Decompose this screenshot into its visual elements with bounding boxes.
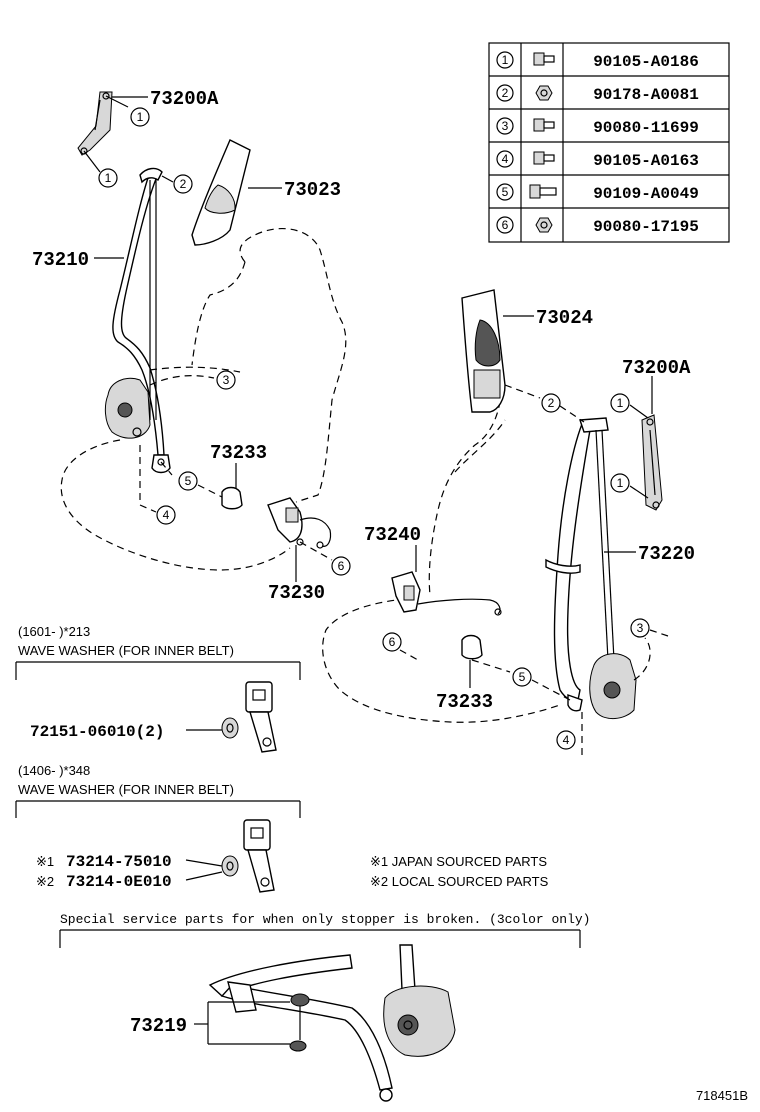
bracket-73233-right — [461, 634, 483, 660]
right-callouts: 2 1 1 3 5 4 6 — [382, 384, 669, 755]
label-73023: 73023 — [284, 179, 341, 201]
callout-number: 5 — [185, 474, 192, 488]
callout-number: 3 — [223, 373, 230, 387]
special-service-block: Special service parts for when only stop… — [59, 912, 591, 1102]
label-73220: 73220 — [638, 543, 695, 565]
label-73214-1: 73214-75010 — [66, 853, 172, 871]
callout-number: 4 — [563, 733, 570, 747]
callout-number: 1 — [137, 110, 144, 124]
table-row: 5 90109-A0049 — [496, 183, 699, 203]
callout-number: 3 — [637, 621, 644, 635]
buckle-tongue-1 — [245, 681, 277, 753]
pillar-trim-73024 — [461, 289, 506, 413]
bracket-73233-left — [221, 486, 243, 510]
wave-washer-icon — [221, 855, 239, 877]
table-part-number: 90080-17195 — [593, 218, 699, 236]
table-ref: 6 — [502, 218, 509, 232]
outer-belt-73210 — [104, 167, 171, 474]
buckle-73230 — [267, 497, 332, 549]
note-code-1: (1601- )*213 — [18, 624, 90, 639]
callout-number: 5 — [519, 670, 526, 684]
stopper-button-icon — [289, 993, 310, 1052]
outer-belt-73220 — [545, 417, 637, 719]
wave-washer-block-1: (1601- )*213 WAVE WASHER (FOR INNER BELT… — [15, 624, 301, 753]
table-ref: 5 — [502, 185, 509, 199]
table-row: 1 90105-A0186 — [496, 51, 699, 71]
callout-number: 2 — [180, 177, 187, 191]
right-seat-outline — [322, 364, 561, 723]
label-73214-2: 73214-0E010 — [66, 873, 172, 891]
table-part-number: 90080-11699 — [593, 119, 699, 137]
note-title-1: WAVE WASHER (FOR INNER BELT) — [18, 643, 234, 658]
retractor-left — [104, 377, 151, 439]
fastener-table: 1 90105-A0186 2 90178-A0081 3 — [488, 42, 730, 243]
bolt-icon — [533, 118, 555, 132]
table-part-number: 90109-A0049 — [593, 185, 699, 203]
label-73240: 73240 — [364, 524, 421, 546]
label-73233-right: 73233 — [436, 691, 493, 713]
buckle-tongue-2 — [243, 819, 275, 893]
table-part-number: 90178-A0081 — [593, 86, 699, 104]
label-73233-left: 73233 — [210, 442, 267, 464]
left-seat-outline — [60, 228, 347, 571]
bolt-icon — [533, 52, 555, 66]
label-73219: 73219 — [130, 1015, 187, 1037]
table-part-number: 90105-A0163 — [593, 152, 699, 170]
label-73024: 73024 — [536, 307, 593, 329]
pillar-trim-73023 — [191, 139, 251, 246]
table-ref: 3 — [502, 119, 509, 133]
table-row: 3 90080-11699 — [496, 117, 699, 137]
label-73200A-right: 73200A — [622, 357, 691, 379]
belt-stopper-assembly — [208, 944, 456, 1102]
label-72151: 72151-06010(2) — [30, 723, 164, 741]
table-ref: 2 — [502, 86, 509, 100]
long-bolt-icon — [529, 184, 557, 199]
diagram-id: 718451B — [696, 1088, 748, 1103]
note-title-2: WAVE WASHER (FOR INNER BELT) — [18, 782, 234, 797]
bolt-icon — [533, 151, 555, 165]
retractor-right — [589, 653, 637, 719]
table-ref: 4 — [502, 152, 509, 166]
left-callouts: 1 1 2 3 5 4 6 — [83, 95, 351, 576]
table-row: 4 90105-A0163 — [496, 150, 699, 170]
inner-buckle-73240 — [391, 571, 502, 616]
note-code-2: (1406- )*348 — [18, 763, 90, 778]
table-row: 2 90178-A0081 — [496, 84, 699, 104]
callout-number: 4 — [163, 508, 170, 522]
table-row: 6 90080-17195 — [496, 216, 699, 236]
table-part-number: 90105-A0186 — [593, 53, 699, 71]
label-73210: 73210 — [32, 249, 89, 271]
special-service-note: Special service parts for when only stop… — [60, 912, 591, 927]
mark-1: ※1 — [36, 854, 54, 869]
label-73230: 73230 — [268, 582, 325, 604]
wave-washer-block-2: (1406- )*348 WAVE WASHER (FOR INNER BELT… — [15, 763, 301, 893]
legend-japan: ※1 JAPAN SOURCED PARTS — [370, 854, 547, 869]
legend-local: ※2 LOCAL SOURCED PARTS — [370, 874, 549, 889]
mark-2: ※2 — [36, 874, 54, 889]
label-73200A-top: 73200A — [150, 88, 219, 110]
callout-number: 6 — [389, 635, 396, 649]
shoulder-anchor-73200A-right — [641, 414, 663, 511]
callout-number: 1 — [617, 476, 624, 490]
nut-icon — [535, 217, 553, 233]
callout-number: 2 — [548, 396, 555, 410]
callout-number: 1 — [105, 171, 112, 185]
callout-number: 6 — [338, 559, 345, 573]
retractor-bottom — [383, 985, 456, 1057]
callout-number: 1 — [617, 396, 624, 410]
nut-icon — [535, 85, 553, 101]
table-ref: 1 — [502, 53, 509, 67]
shoulder-anchor-73200A-left — [77, 91, 113, 156]
wave-washer-icon — [221, 717, 239, 739]
